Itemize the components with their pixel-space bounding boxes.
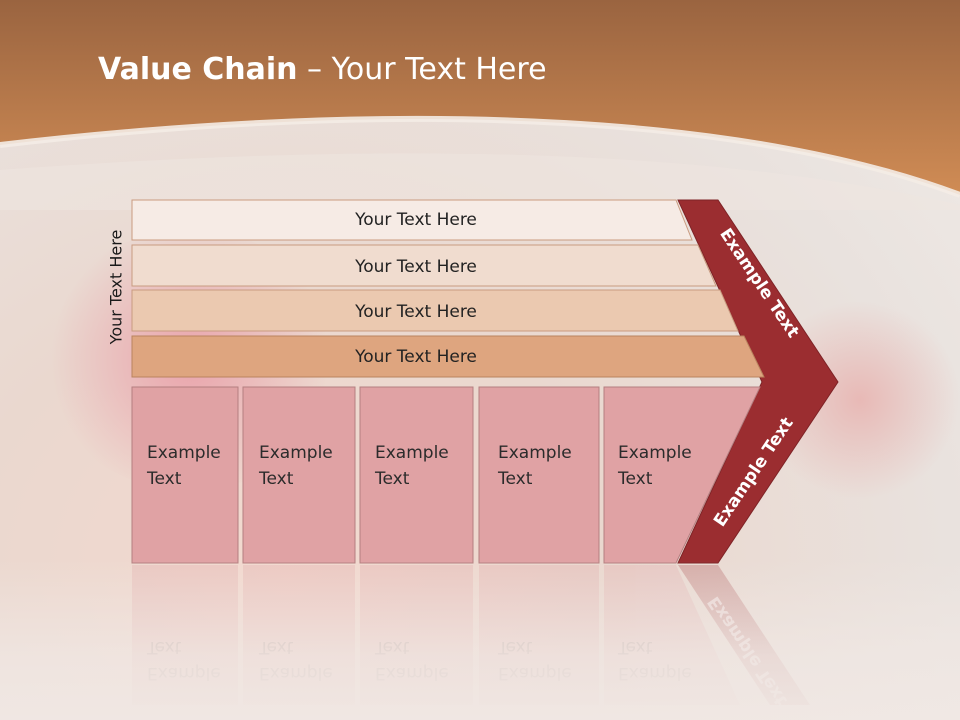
box-2-label: Example Text xyxy=(259,443,333,489)
bar-3-shape xyxy=(131,289,739,332)
box-3-label: Example Text xyxy=(375,443,449,489)
box-1-label: Example Text xyxy=(147,443,221,489)
bar-1-shape xyxy=(131,199,693,241)
box-3-shape xyxy=(359,386,474,564)
box-5-label: Example Text xyxy=(618,443,692,489)
bar-2-label: Your Text Here xyxy=(354,257,477,277)
bar-3-label: Your Text Here xyxy=(354,302,477,322)
box-2-shape xyxy=(242,386,356,564)
bar-4-shape xyxy=(131,335,765,378)
box-4-label: Example Text xyxy=(498,443,572,489)
box-1-shape xyxy=(131,386,239,564)
reflection-fade xyxy=(0,560,960,720)
header-band xyxy=(0,0,960,210)
side-label: Your Text Here xyxy=(106,229,126,345)
title-bold: Value Chain xyxy=(98,52,298,87)
bar-4-label: Your Text Here xyxy=(354,347,477,367)
slide-title: Value Chain – Your Text Here xyxy=(98,52,547,87)
title-rest: – Your Text Here xyxy=(297,52,547,87)
bar-1-label: Your Text Here xyxy=(354,210,477,230)
bar-2-shape xyxy=(131,244,717,287)
box-4-shape xyxy=(478,386,600,564)
